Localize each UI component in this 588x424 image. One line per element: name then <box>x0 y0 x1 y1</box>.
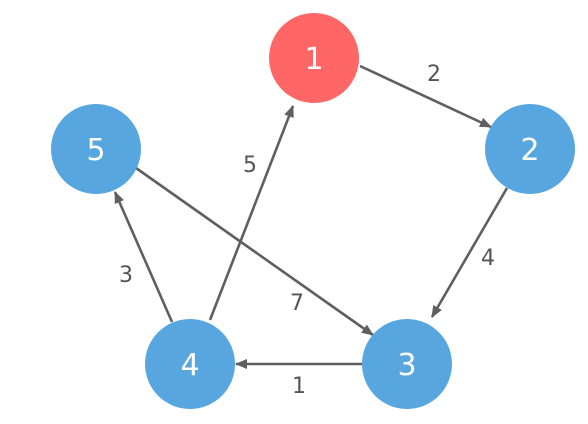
node-4-circle <box>145 319 235 409</box>
node-5[interactable]: 5 <box>51 104 141 194</box>
node-1[interactable]: 1 <box>269 13 359 103</box>
node-1-circle <box>269 13 359 103</box>
node-3-circle <box>362 319 452 409</box>
weight-3-to-4: 1 <box>292 374 306 399</box>
weight-4-to-1: 5 <box>243 153 257 178</box>
node-3[interactable]: 3 <box>362 319 452 409</box>
edge-1-to-2 <box>359 64 492 129</box>
node-2-label: 2 <box>520 133 539 168</box>
node-5-circle <box>51 104 141 194</box>
edge-4-to-5 <box>113 191 174 323</box>
node-4-label: 4 <box>180 348 199 383</box>
weights-layer: 2 4 1 3 5 7 <box>119 62 495 399</box>
node-4[interactable]: 4 <box>145 319 235 409</box>
edge-2-to-3 <box>430 187 509 318</box>
weight-5-to-3: 7 <box>290 291 304 316</box>
nodes-layer: 1 2 3 4 5 <box>51 13 575 409</box>
node-1-label: 1 <box>304 42 323 77</box>
edge-4-to-1 <box>208 105 295 321</box>
weight-1-to-2: 2 <box>427 62 441 87</box>
weight-2-to-3: 4 <box>481 246 495 271</box>
edges-layer <box>113 64 509 369</box>
weight-4-to-5: 3 <box>119 263 133 288</box>
node-3-label: 3 <box>397 348 416 383</box>
node-5-label: 5 <box>86 133 105 168</box>
node-2-circle <box>485 104 575 194</box>
edge-5-to-3 <box>135 166 374 337</box>
node-2[interactable]: 2 <box>485 104 575 194</box>
